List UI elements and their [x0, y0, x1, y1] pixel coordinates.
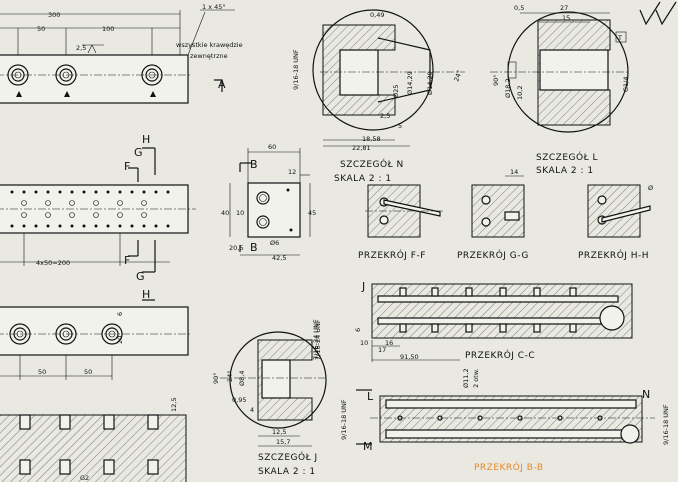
dim-bot-20: 20 — [116, 336, 124, 344]
side-view-block: 60 12 40 10 45 20,5 42,5 Ø6 B B — [221, 143, 316, 262]
letter-h-top: H — [142, 133, 150, 146]
n-thread: 9/16-18 UNF — [292, 49, 300, 90]
section-ff: PRZEKRÓJ F-F — [358, 184, 444, 261]
n-d14-20: Ø14,20 — [426, 71, 434, 95]
letter-f-top: F — [124, 160, 130, 173]
label-section-cc: PRZEKRÓJ C-C — [465, 349, 535, 361]
section-gg: 14 PRZEKRÓJ G-G — [457, 168, 529, 261]
label-detail-l-scale: SKALA 2 : 1 — [536, 166, 594, 176]
j-12-5: 12,5 — [272, 428, 286, 436]
bottom-left-section: 12,5 G2 — [0, 398, 187, 482]
letter-h-bot: H — [142, 288, 150, 301]
bb-thread-right: 9/16-18 UNF — [662, 404, 670, 445]
chamfer-note: 1 x 45° — [202, 3, 226, 11]
bb-thread-left: 9/16-18 UNF — [340, 399, 348, 440]
letter-b-top: B — [250, 158, 258, 171]
j-15-7: 15,7 — [276, 438, 290, 446]
middle-left-top-view: 4x50=200 H G F F G — [0, 133, 196, 283]
dim-2-5: 2,5 — [76, 44, 86, 52]
hh-d: Ø — [648, 184, 653, 192]
dim-d6: Ø6 — [270, 239, 279, 247]
dim-40: 40 — [221, 209, 229, 217]
j-4: 4 — [250, 406, 254, 414]
n-049: 0,49 — [370, 11, 384, 19]
cc-16: 16 — [385, 339, 393, 347]
letter-n: N — [642, 388, 650, 401]
section-bb: L M N Ø11,2 2 otw. 9/16-18 UNF 9/16-18 U… — [340, 368, 670, 473]
n-2-5: 2,5 — [380, 112, 390, 120]
detail-n: 0,49 9/16-18 UNF Ø14,29 Ø14,20 Ø25 24° 1… — [292, 9, 465, 184]
view-letter-a: A — [218, 78, 226, 91]
label-detail-j: SZCZEGÓŁ J — [258, 451, 318, 463]
dim-42-5: 42,5 — [272, 254, 286, 262]
l-15: 15 — [562, 14, 570, 22]
j-90deg: 90° — [212, 372, 220, 384]
n-d14-29: Ø14,29 — [406, 71, 414, 95]
section-cc: 16 10 17 91,50 6 J 7/16-24 UNF PRZEKRÓJ … — [314, 280, 633, 362]
letter-g-bot: G — [136, 270, 145, 283]
j-thread: 7/16-24 UNF — [312, 319, 320, 360]
dim-bot-50b: 50 — [84, 368, 92, 376]
top-left-front-view: 300 50 100 2,5 1 x 45° wszystkie krawędz… — [0, 3, 243, 104]
j-d8-4: Ø8,4 — [238, 371, 246, 386]
dim-10: 10 — [236, 209, 244, 217]
n-22-81: 22,81 — [352, 144, 371, 152]
dim-50: 50 — [37, 25, 45, 33]
dim-bot-12-5: 12,5 — [170, 398, 178, 412]
label-detail-n-scale: SKALA 2 : 1 — [334, 174, 392, 184]
label-section-hh: PRZEKRÓJ H-H — [578, 249, 649, 261]
letter-j: J — [361, 280, 365, 293]
gg-14: 14 — [510, 168, 518, 176]
l-0-5: 0,5 — [514, 4, 524, 12]
label-section-ff: PRZEKRÓJ F-F — [358, 249, 426, 261]
cc-6: 6 — [354, 328, 362, 332]
cc-j-thread: 7/16-24 UNF — [314, 319, 322, 360]
lower-left-front-view: 50 50 20 6 H — [0, 288, 190, 380]
detail-j: 7/16-24 UNF 90° 24° Ø8,4 0,95 4 12,5 15,… — [212, 319, 327, 477]
l-g14: G1/4 — [622, 77, 630, 93]
dim-300: 300 — [48, 11, 60, 19]
l-d18-2: Ø18,2 — [504, 78, 512, 98]
dim-4x50: 4x50=200 — [36, 259, 70, 267]
letter-b-bot: B — [250, 241, 258, 254]
dim-bot-50a: 50 — [38, 368, 46, 376]
edges-note-1: wszystkie krawędzie — [176, 41, 243, 49]
letter-l: L — [367, 390, 374, 403]
letter-g-top: G — [134, 146, 143, 159]
section-hh: Ø PRZEKRÓJ H-H — [578, 184, 653, 261]
bb-2otw: 2 otw. — [472, 368, 480, 388]
j-0-95: 0,95 — [232, 396, 246, 404]
dim-bot-g2: G2 — [80, 474, 89, 482]
l-10-2: 10,2 — [516, 86, 524, 100]
dim-60: 60 — [268, 143, 276, 151]
dim-20-5: 20,5 — [229, 244, 243, 252]
cc-10: 10 — [360, 339, 368, 347]
label-section-bb: PRZEKRÓJ B-B — [474, 461, 544, 473]
dim-12: 12 — [288, 168, 296, 176]
l-letter-t: T — [617, 34, 622, 42]
cc-17: 17 — [378, 346, 386, 354]
n-d25: Ø25 — [392, 85, 400, 98]
letter-f-bot: F — [124, 254, 130, 267]
label-detail-l: SZCZEGÓŁ L — [536, 151, 598, 163]
bb-d11-2: Ø11,2 — [462, 368, 470, 388]
n-5: 5 — [398, 122, 402, 130]
dim-45: 45 — [308, 209, 316, 217]
j-24deg: 24° — [226, 370, 234, 382]
label-detail-j-scale: SKALA 2 : 1 — [258, 467, 316, 477]
dim-100: 100 — [102, 25, 114, 33]
n-24deg: 24° — [452, 69, 463, 83]
label-section-gg: PRZEKRÓJ G-G — [457, 249, 529, 261]
detail-l: T 0,5 27 15 90° Ø18,2 10,2 G1/4 SZCZEGÓŁ… — [490, 1, 677, 176]
dim-bot-6: 6 — [116, 312, 124, 316]
l-27: 27 — [560, 4, 568, 12]
n-18-58: 18,58 — [362, 135, 381, 143]
l-90deg: 90° — [492, 74, 500, 86]
edges-note-2: zewnętrzne — [190, 52, 228, 60]
letter-m: M — [363, 440, 373, 453]
label-detail-n: SZCZEGÓŁ N — [340, 158, 404, 170]
cc-91-50: 91,50 — [400, 353, 419, 361]
